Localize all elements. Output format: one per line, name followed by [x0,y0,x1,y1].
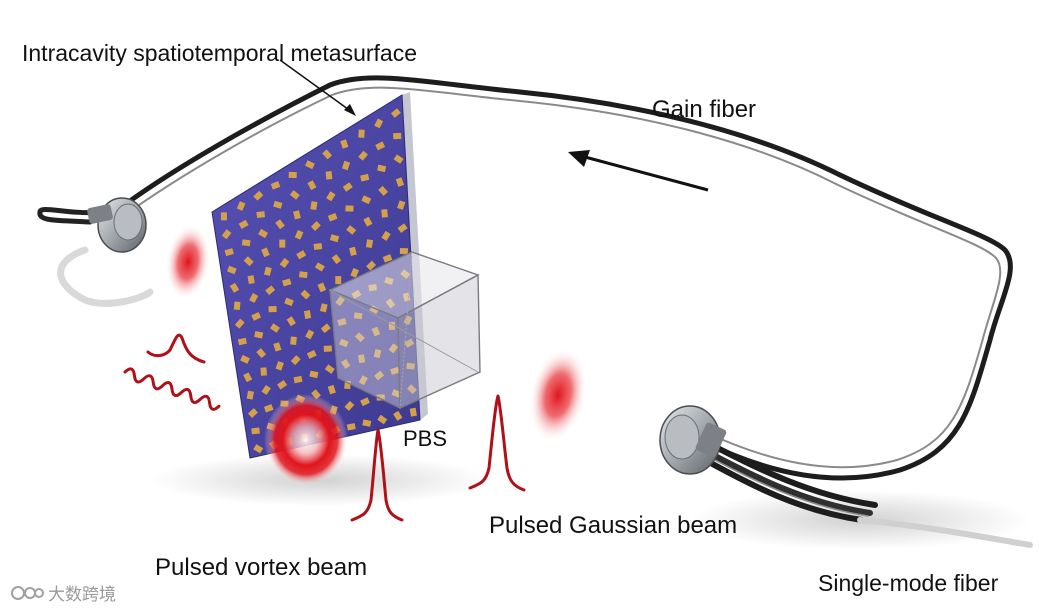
nanopillar [248,275,255,284]
nanopillar [242,239,251,246]
watermark-text: 大数跨境 [48,580,116,605]
nanopillar [314,243,323,250]
vortex-beam-label: Pulsed vortex beam [155,554,367,582]
propagation-arrow [568,150,708,190]
pbs-label: PBS [403,426,447,452]
left-fiber-shadow [61,250,150,303]
nanopillar [234,301,241,309]
nanopillar [393,133,401,139]
nanopillar [289,172,297,178]
oscillation-trace-left [123,367,220,411]
nanopillar [310,201,317,210]
left-fiber-connector [87,198,146,252]
vortex-beam-spot [264,394,348,486]
metasurface-leader-arrowhead [344,104,356,116]
nanopillar [335,276,341,284]
nanopillar [268,306,276,312]
nanopillar [256,211,265,218]
nanopillar [345,205,353,211]
gaussian-spot-right [521,342,596,448]
pulse-trace-left [148,335,204,362]
nanopillar [400,248,408,254]
nanopillar [299,271,308,278]
watermark-logo-icon [10,583,44,603]
nanopillar [381,209,388,217]
nanopillar [326,171,333,179]
gaussian-spot-left [161,221,215,302]
nanopillar [358,130,365,138]
nanopillar [324,346,332,352]
nanopillar [290,336,297,344]
nanopillar [366,239,373,248]
nanopillar [221,212,227,220]
gain-fiber-label: Gain fiber [652,96,756,124]
metasurface-label: Intracavity spatiotemporal metasurface [22,40,417,67]
nanopillar [279,240,285,248]
watermark: 大数跨境 [10,580,116,605]
single-mode-fiber-label: Single-mode fiber [818,570,998,597]
nanopillar [304,310,311,319]
nanopillar [260,367,267,375]
nanopillar [251,427,260,434]
gaussian-beam-label: Pulsed Gaussian beam [489,512,737,540]
nanopillar [410,408,417,417]
